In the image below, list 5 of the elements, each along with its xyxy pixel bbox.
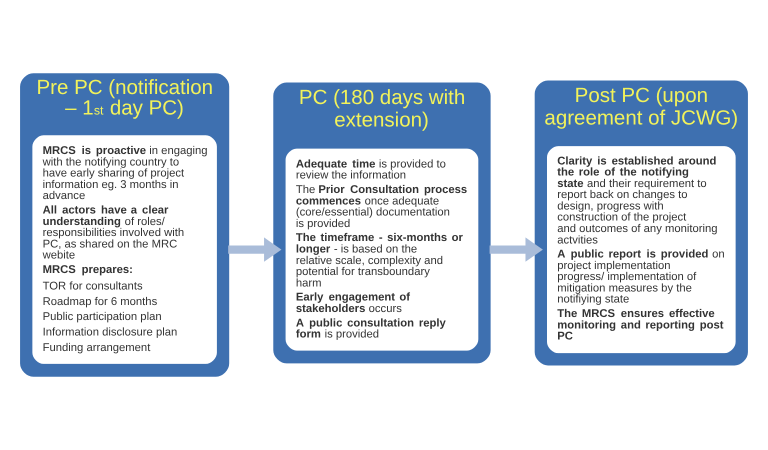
node-box: Clarity is established around the role of the notifying state and their requirement to report back on changes to design, progress with construction of the project and outcomes of any monitoring actvities A public report is provided on project implementation progress/ implementation of mitigation measures by the notifiying state The MRCS ensures effective monitoring and reporting post PC <box>544 144 738 356</box>
arrow <box>490 237 543 262</box>
node-box: Adequate time is provided to review the information The Prior Consultation process commences once adequate (core/essential) documentation is provided The timeframe - six-months or longer - is based on the relative scale, complexity and potential for transboundary harm Early engagement of stakeholders occurs A public consultation reply form is provided <box>284 146 480 353</box>
arrow <box>228 237 282 262</box>
node-box: MRCS is proactive in engaging with the notifying country to have early sharing of project information eg. 3 months in advance All actors have a clear understanding of roles/ responsibilities involved with PC, as shared on the MRC webite MRCS prepares: TOR for consultants Roadmap for 6 months Public participation plan Information disclosure plan Funding arrangement <box>30 133 219 366</box>
